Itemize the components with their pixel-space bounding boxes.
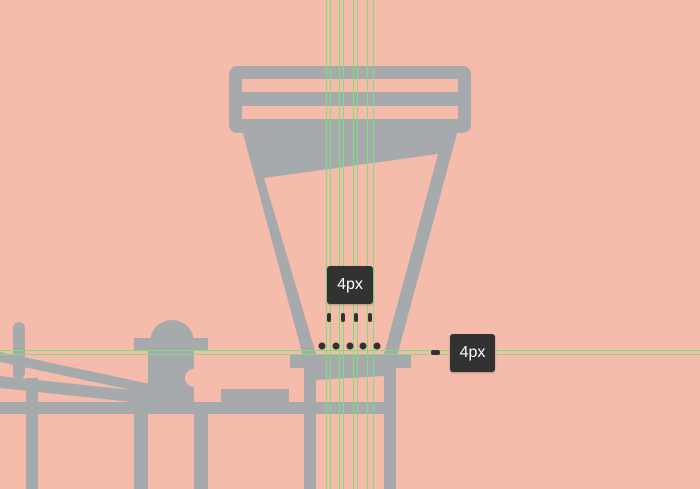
leg-left[interactable] bbox=[304, 366, 316, 489]
measurement-label-right: 4px bbox=[450, 334, 495, 372]
leg-right[interactable] bbox=[384, 366, 396, 489]
spacing-markers-top bbox=[327, 313, 372, 322]
hopper-base-plate[interactable] bbox=[290, 354, 411, 368]
small-box[interactable] bbox=[221, 389, 289, 403]
pipe-rails[interactable] bbox=[0, 322, 150, 489]
hopper-cone[interactable] bbox=[242, 130, 458, 360]
dome-post[interactable] bbox=[134, 320, 208, 489]
anchor-points bbox=[318, 342, 381, 350]
crossbar[interactable] bbox=[0, 402, 396, 414]
measurement-label-top: 4px bbox=[327, 266, 373, 304]
spacing-marker-right bbox=[431, 350, 440, 355]
illustration bbox=[0, 66, 471, 489]
hopper-rim[interactable] bbox=[229, 66, 471, 133]
